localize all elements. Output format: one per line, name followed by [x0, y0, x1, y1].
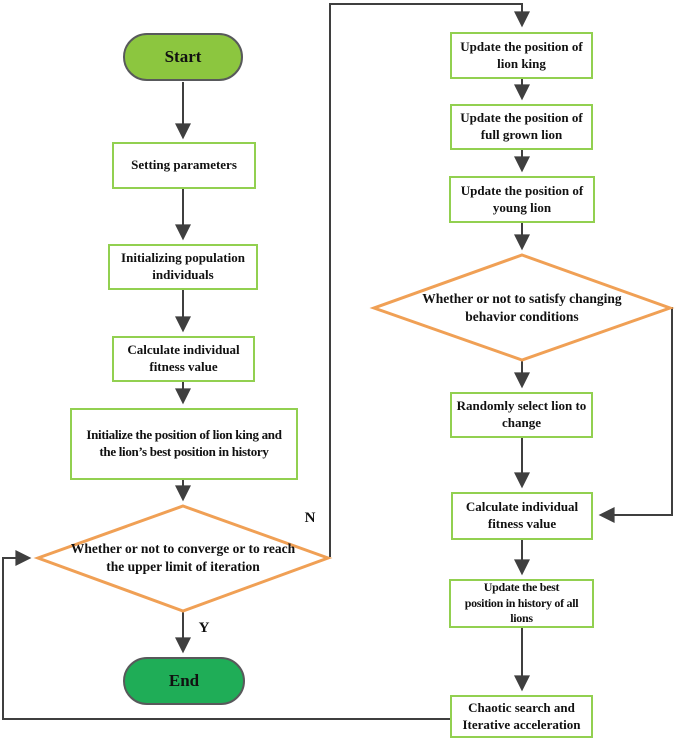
decision-converge-shape [33, 504, 333, 613]
process-calculate-fitness-right: Calculate individual fitness value [451, 492, 593, 540]
process-update-best-position: Update the best position in history of a… [449, 579, 594, 628]
process-randomly-select-lion: Randomly select lion to change [450, 392, 593, 438]
process-update-young-lion: Update the position of young lion [449, 176, 595, 223]
edge-decision-no-to-updateking [329, 3, 530, 557]
decision-behavior-shape [369, 253, 675, 362]
process-initializing-population: Initializing population individuals [108, 244, 258, 290]
process-setting-parameters: Setting parameters [112, 142, 256, 189]
branch-label-no: N [304, 510, 316, 526]
node-end: End [123, 657, 245, 705]
decision-behavior-label: Whether or not to satisfy changing behav… [422, 291, 622, 324]
edge-chaotic-loop-to-decision [2, 550, 450, 720]
decision-converge-label: Whether or not to converge or to reach t… [70, 541, 296, 574]
node-start: Start [123, 33, 243, 81]
branch-label-yes: Y [198, 620, 210, 636]
process-update-full-grown-lion: Update the position of full grown lion [450, 104, 593, 150]
process-calculate-fitness-left: Calculate individual fitness value [112, 336, 255, 382]
edge-behavior-bypass-to-fitness2 [598, 307, 673, 523]
process-update-lion-king: Update the position of lion king [450, 32, 593, 79]
process-initialize-lion-king-position: Initialize the position of lion king and… [70, 408, 298, 480]
process-chaotic-search: Chaotic search and Iterative acceleratio… [450, 695, 593, 738]
